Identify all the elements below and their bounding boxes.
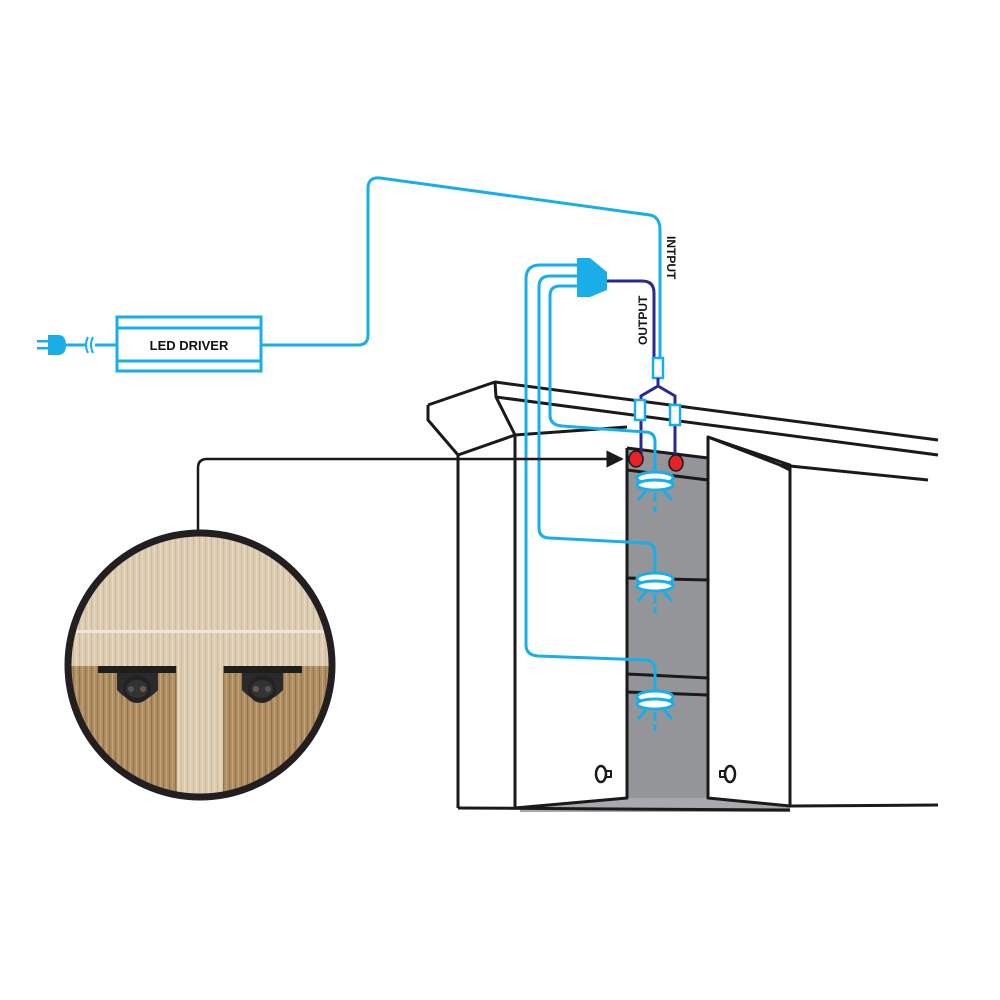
puck-light-3	[635, 689, 675, 731]
left-knob-stem	[605, 770, 612, 778]
y-connector	[633, 356, 682, 455]
puck-light-2	[635, 571, 675, 613]
detail-inset	[64, 529, 336, 801]
cabinet	[426, 380, 939, 812]
right-cabinet	[457, 803, 939, 812]
right-knob-stem	[719, 770, 726, 778]
red-terminal-left	[628, 450, 644, 468]
red-terminal-right	[668, 454, 684, 472]
cord-break-icon	[85, 336, 94, 354]
input-label: INTPUT	[664, 236, 678, 280]
power-plug-icon	[37, 335, 66, 355]
right-knob-icon	[723, 764, 737, 784]
output-wire	[607, 279, 656, 362]
led-driver: LED DRIVER	[115, 315, 263, 373]
crown-molding-right	[707, 435, 929, 482]
cabinet-interior	[627, 448, 708, 808]
puck-light-1	[635, 470, 675, 512]
output-label: OUTPUT	[636, 295, 650, 345]
driver-output-wire	[261, 176, 662, 362]
inset-border	[64, 529, 336, 801]
right-door	[706, 435, 792, 808]
socket-right-icon	[224, 666, 302, 703]
crown-molding	[426, 380, 939, 808]
callout-arrow	[196, 450, 624, 532]
splitter-branches	[524, 263, 657, 690]
left-knob-icon	[594, 764, 608, 784]
splitter-hub-icon	[577, 258, 607, 297]
left-door	[513, 435, 629, 810]
led-driver-label: LED DRIVER	[150, 338, 229, 353]
socket-left-icon	[98, 666, 176, 703]
